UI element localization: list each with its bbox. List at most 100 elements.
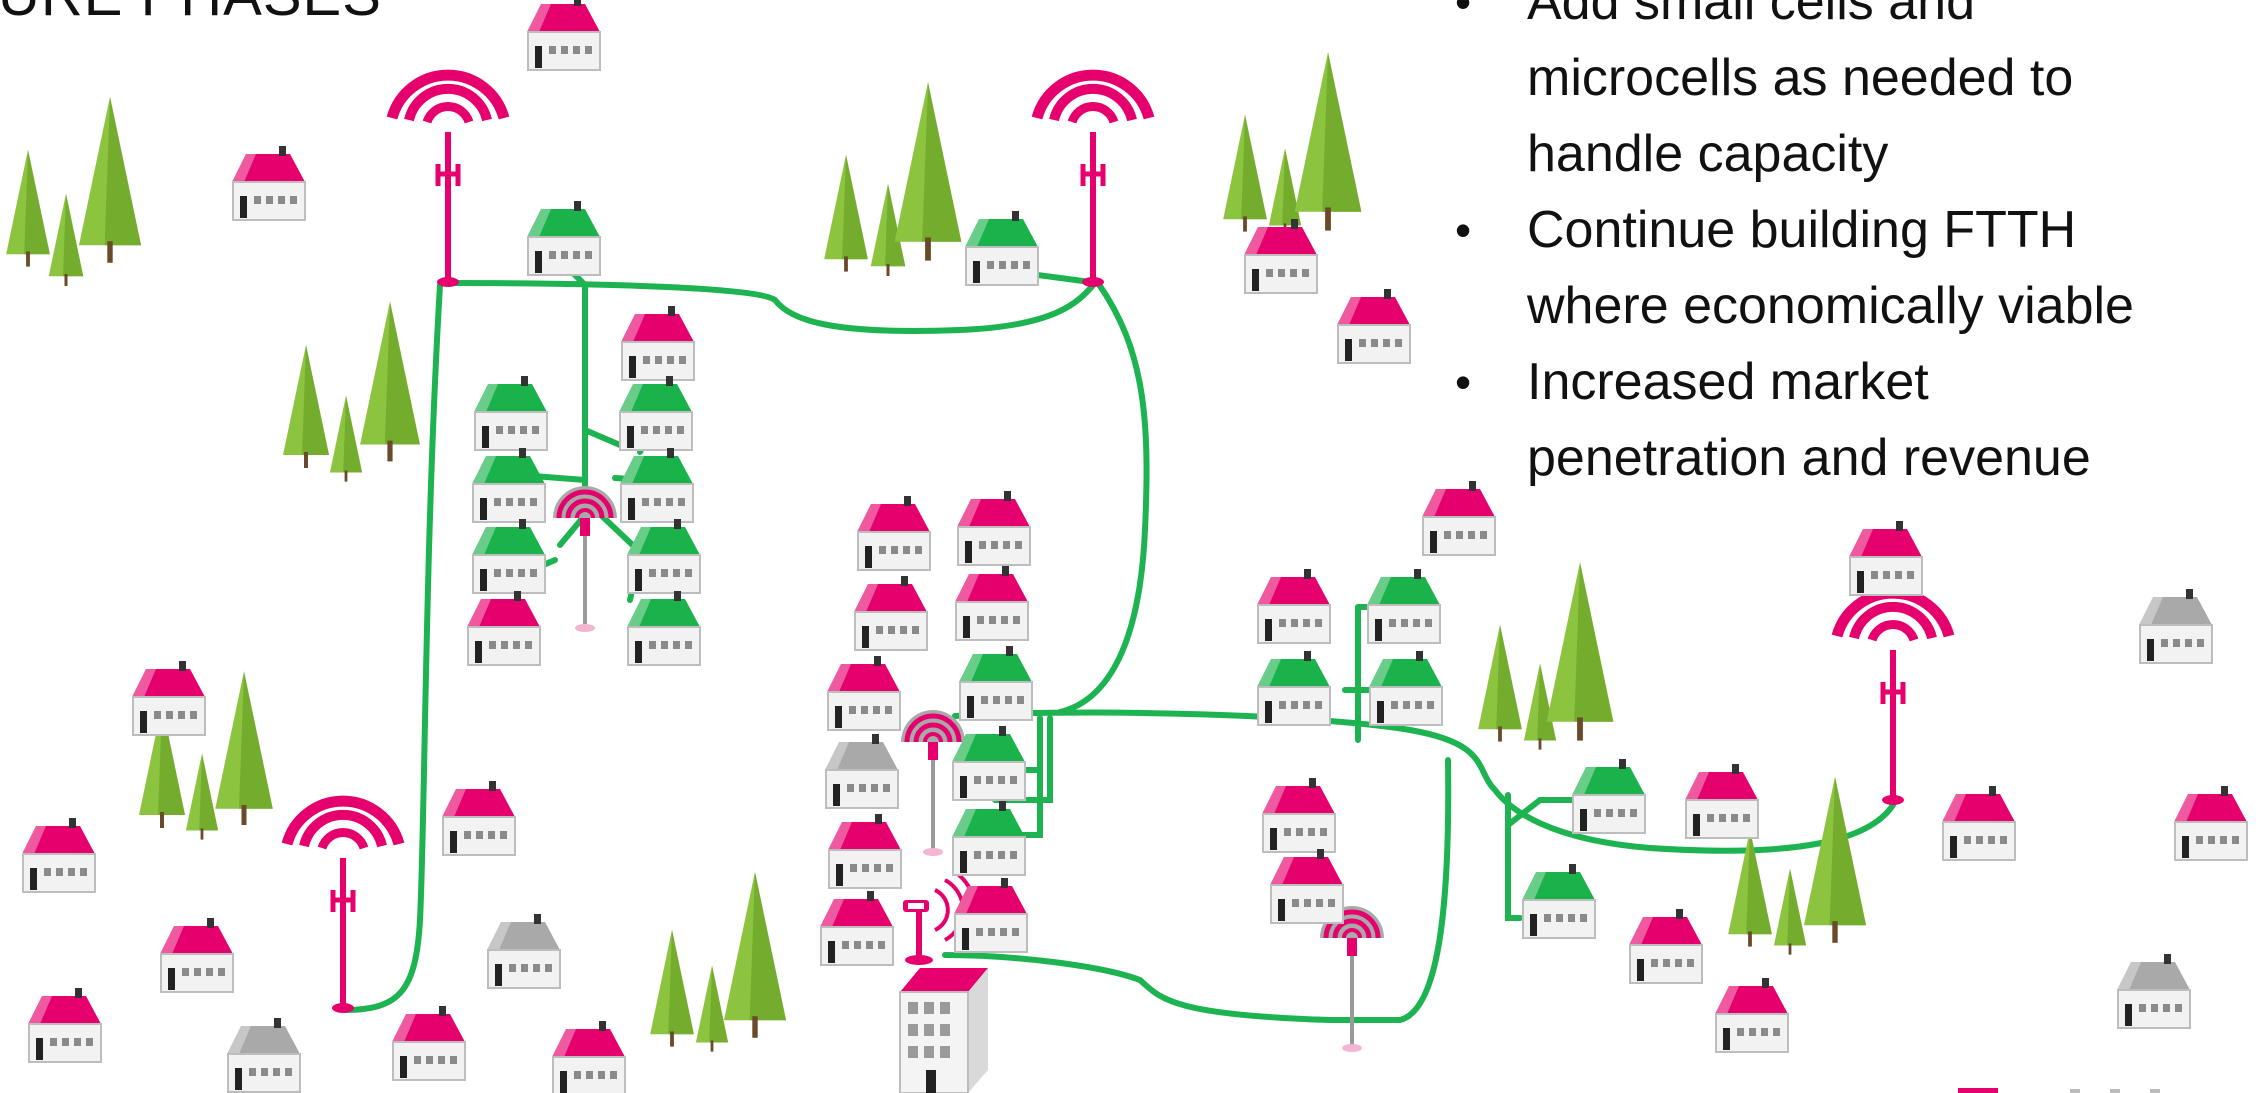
bullet-text: Add small cells and microcells as needed… bbox=[1527, 0, 2074, 183]
tree-icon bbox=[1294, 52, 1362, 231]
magenta-roof-house-icon bbox=[21, 817, 96, 893]
magenta-roof-house-icon bbox=[1336, 288, 1411, 364]
magenta-roof-house-icon bbox=[391, 1005, 466, 1081]
magenta-roof-house-icon bbox=[827, 813, 902, 889]
magenta-roof-house-icon bbox=[1941, 785, 2016, 861]
green-roof-house-icon bbox=[471, 518, 546, 594]
magenta-roof-house-icon bbox=[551, 1020, 626, 1093]
magenta-roof-house-icon bbox=[441, 780, 516, 856]
green-roof-house-icon bbox=[1366, 568, 1441, 644]
green-roof-house-icon bbox=[626, 590, 701, 666]
magenta-roof-house-icon bbox=[159, 917, 234, 993]
small-cell-icon bbox=[553, 486, 617, 632]
tree-icon bbox=[215, 671, 273, 825]
corner-logo bbox=[1958, 1088, 2160, 1093]
cell-tower-icon bbox=[1037, 75, 1149, 287]
magenta-roof-house-icon bbox=[1848, 520, 1923, 596]
slide-title: URE PHASES bbox=[0, 0, 382, 29]
bullet-text: Continue building FTTH where economicall… bbox=[1527, 201, 2134, 335]
gray-roof-house-icon bbox=[2116, 953, 2191, 1029]
green-roof-house-icon bbox=[473, 375, 548, 451]
magenta-roof-house-icon bbox=[954, 565, 1029, 641]
fiber-line bbox=[447, 280, 1098, 334]
homes bbox=[21, 0, 2248, 1093]
fiber-network bbox=[342, 252, 1896, 1023]
tree-icon bbox=[360, 301, 420, 462]
green-roof-house-icon bbox=[958, 645, 1033, 721]
magenta-roof-house-icon bbox=[131, 660, 206, 736]
green-roof-house-icon bbox=[951, 800, 1026, 876]
magenta-roof-house-icon bbox=[1714, 977, 1789, 1053]
magenta-roof-house-icon bbox=[1243, 218, 1318, 294]
cell-tower-icon bbox=[287, 801, 399, 1013]
cell-tower-icon bbox=[1837, 593, 1949, 805]
tree-icon bbox=[6, 149, 50, 267]
green-roof-house-icon bbox=[471, 447, 546, 523]
green-roof-house-icon bbox=[964, 210, 1039, 286]
green-roof-house-icon bbox=[1368, 650, 1443, 726]
green-roof-house-icon bbox=[1256, 650, 1331, 726]
tree-icon bbox=[283, 345, 329, 468]
fiber-line bbox=[1057, 280, 1150, 715]
tree-icon bbox=[650, 929, 694, 1047]
small-cell-icon bbox=[1320, 906, 1384, 1052]
fiber-line bbox=[1505, 792, 1583, 921]
green-roof-house-icon bbox=[1521, 863, 1596, 939]
magenta-roof-house-icon bbox=[1256, 568, 1331, 644]
cell-tower-icon bbox=[392, 75, 504, 287]
apartment-building bbox=[899, 968, 988, 1093]
magenta-roof-house-icon bbox=[1261, 777, 1336, 853]
magenta-roof-house-icon bbox=[1684, 763, 1759, 839]
gray-roof-house-icon bbox=[824, 733, 899, 809]
tree-icon bbox=[185, 753, 219, 840]
bullet-item: • Increased market penetration and revenu… bbox=[1455, 344, 2134, 496]
magenta-roof-house-icon bbox=[956, 490, 1031, 566]
magenta-roof-house-icon bbox=[1269, 848, 1344, 924]
magenta-roof-house-icon bbox=[620, 305, 695, 381]
tree-icon bbox=[78, 96, 142, 263]
green-roof-house-icon bbox=[619, 447, 694, 523]
bullet-item: • Continue building FTTH where economical… bbox=[1455, 192, 2134, 344]
bullet-dot-icon: • bbox=[1455, 204, 1472, 256]
green-roof-house-icon bbox=[526, 200, 601, 276]
tree-icon bbox=[1223, 114, 1267, 232]
magenta-roof-house-icon bbox=[953, 877, 1028, 953]
magenta-roof-house-icon bbox=[466, 590, 541, 666]
tree-icon bbox=[723, 871, 787, 1038]
gray-roof-house-icon bbox=[226, 1017, 301, 1093]
magenta-roof-house-icon bbox=[826, 655, 901, 731]
gray-roof-house-icon bbox=[486, 913, 561, 989]
tree-icon bbox=[48, 193, 84, 286]
tree-icon bbox=[1546, 562, 1614, 741]
tree-icon bbox=[894, 82, 962, 261]
bullet-dot-icon: • bbox=[1455, 0, 1472, 28]
magenta-roof-house-icon bbox=[27, 987, 102, 1063]
tree-icon bbox=[329, 395, 363, 482]
fiber-line bbox=[942, 757, 1452, 1023]
tree-icon bbox=[1803, 776, 1867, 943]
fiber-line bbox=[952, 709, 1896, 854]
green-roof-house-icon bbox=[626, 518, 701, 594]
bullet-item: • Add small cells and microcells as neede… bbox=[1455, 0, 2134, 192]
tree-icon bbox=[824, 154, 868, 272]
green-roof-house-icon bbox=[1571, 758, 1646, 834]
magenta-roof-house-icon bbox=[526, 0, 601, 71]
bullet-list: • Add small cells and microcells as neede… bbox=[1455, 0, 2134, 496]
fiber-line bbox=[342, 282, 443, 1013]
tree-icon bbox=[1773, 868, 1807, 955]
tree-icon bbox=[695, 965, 729, 1052]
gray-roof-house-icon bbox=[2138, 588, 2213, 664]
green-roof-house-icon bbox=[618, 375, 693, 451]
magenta-roof-house-icon bbox=[853, 575, 928, 651]
magenta-roof-house-icon bbox=[1628, 908, 1703, 984]
microcell-antenna-icon bbox=[905, 955, 933, 965]
bullet-dot-icon: • bbox=[1455, 356, 1472, 408]
magenta-roof-house-icon bbox=[819, 890, 894, 966]
bullet-text: Increased market penetration and revenue bbox=[1527, 353, 2091, 487]
magenta-roof-house-icon bbox=[856, 495, 931, 571]
tree-icon bbox=[1478, 624, 1522, 742]
magenta-roof-house-icon bbox=[2173, 785, 2248, 861]
magenta-roof-house-icon bbox=[1421, 480, 1496, 556]
magenta-roof-house-icon bbox=[231, 145, 306, 221]
